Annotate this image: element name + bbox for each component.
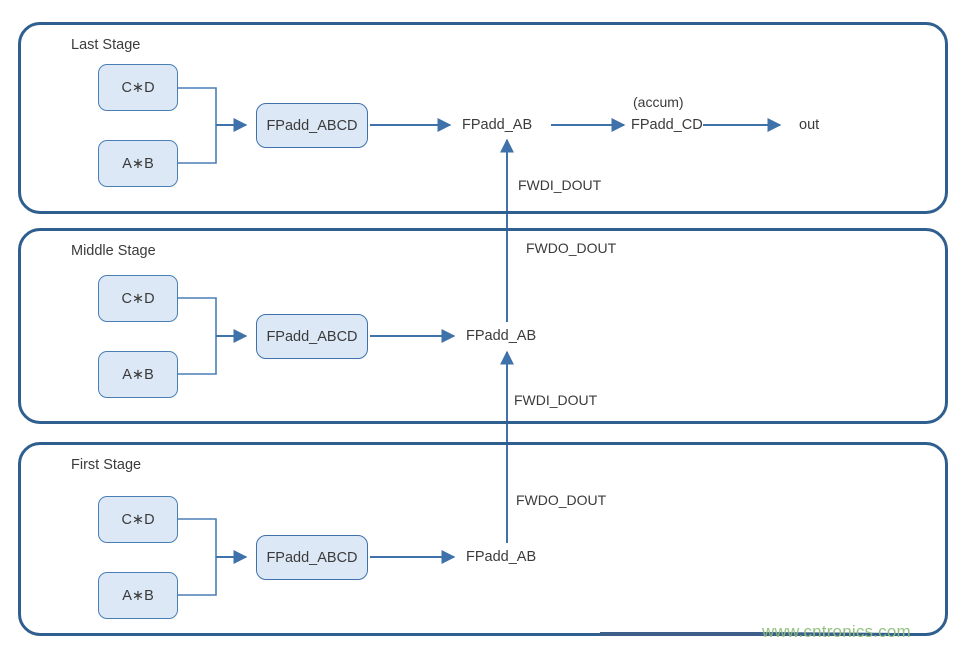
accum-node-fpadd-cd: FPadd_CD [631, 117, 703, 133]
stage-middle-title: Middle Stage [71, 243, 156, 259]
first-stage-input-ab[interactable]: A∗B [98, 572, 178, 619]
stage-first: First Stage [18, 442, 948, 636]
last-stage-input-ab[interactable]: A∗B [98, 140, 178, 187]
first-stage-adder[interactable]: FPadd_ABCD [256, 535, 368, 580]
stage-middle: Middle Stage [18, 228, 948, 424]
wires-last-stage [178, 87, 782, 164]
watermark-text: www.cntronics.com [762, 622, 911, 641]
stage-last-title: Last Stage [71, 37, 141, 53]
middle-stage-adder[interactable]: FPadd_ABCD [256, 314, 368, 359]
first-stage-input-cd[interactable]: C∗D [98, 496, 178, 543]
wires-middle-stage [178, 297, 456, 375]
watermark-bar [600, 632, 890, 636]
first-stage-output-fpadd-ab: FPadd_AB [466, 549, 537, 565]
middle-stage-output-fpadd-ab: FPadd_AB [466, 328, 537, 344]
signal-fwdo-dout-first: FWDO_DOUT [516, 492, 607, 508]
middle-stage-input-cd[interactable]: C∗D [98, 275, 178, 322]
last-stage-input-cd[interactable]: C∗D [98, 64, 178, 111]
middle-stage-input-ab[interactable]: A∗B [98, 351, 178, 398]
wires-first-stage [178, 518, 456, 596]
signal-fwdi-dout-middle: FWDI_DOUT [514, 392, 598, 408]
stage-first-title: First Stage [71, 457, 142, 473]
signal-fwdo-dout-middle: FWDO_DOUT [526, 240, 617, 256]
signal-fwdi-dout-last: FWDI_DOUT [518, 177, 602, 193]
stage-last: Last Stage [18, 22, 948, 214]
last-stage-adder[interactable]: FPadd_ABCD [256, 103, 368, 148]
accum-note: (accum) [633, 94, 684, 110]
last-stage-output-fpadd-ab: FPadd_AB [462, 117, 533, 133]
final-output-out: out [799, 117, 820, 133]
